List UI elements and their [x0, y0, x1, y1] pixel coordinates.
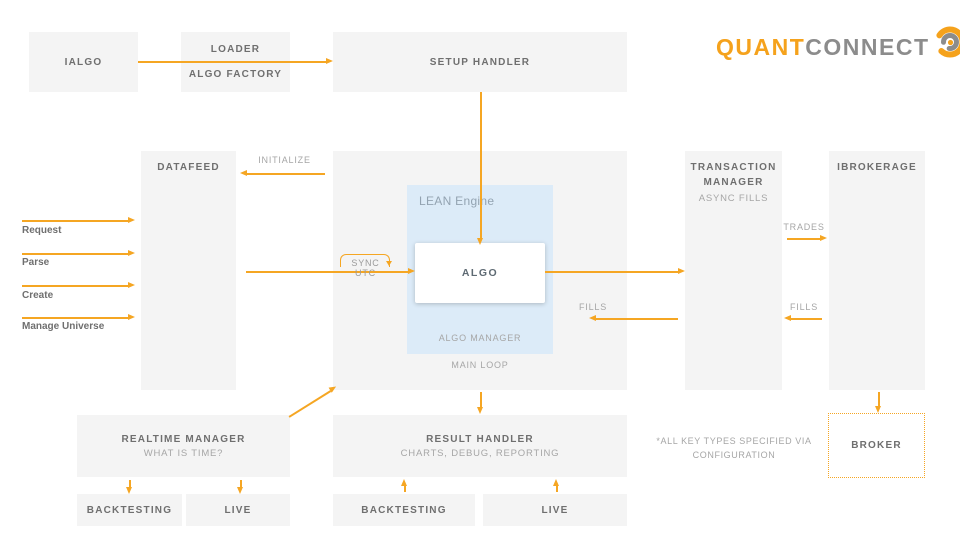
- ialgo-box: IALGO: [29, 32, 138, 92]
- arrow-fills-right: [784, 315, 822, 322]
- configuration-note-line2: CONFIGURATION: [692, 450, 776, 461]
- async-fills-label: ASYNC FILLS: [698, 193, 769, 204]
- backtesting-left-box: BACKTESTING: [77, 494, 182, 526]
- arrow-trades: [787, 235, 827, 242]
- lean-engine-label: LEAN Engine: [419, 194, 495, 208]
- sync-utc-loop: [340, 254, 390, 267]
- backtesting-center-box: BACKTESTING: [333, 494, 475, 526]
- realtime-manager-box: REALTIME MANAGER WHAT IS TIME?: [77, 415, 290, 477]
- result-handler-box: RESULT HANDLER CHARTS, DEBUG, REPORTING: [333, 415, 627, 477]
- transaction-manager-box: TRANSACTION MANAGER ASYNC FILLS: [685, 151, 782, 390]
- datafeed-label: DATAFEED: [157, 162, 220, 173]
- quantconnect-swirl-icon: [934, 26, 960, 57]
- arrow-setup-to-algo: [477, 92, 484, 245]
- configuration-note-line1: *ALL KEY TYPES SPECIFIED VIA: [656, 436, 812, 446]
- live-center-label: LIVE: [541, 504, 569, 516]
- fills-center-label: FILLS: [578, 302, 607, 312]
- backtesting-center-label: BACKTESTING: [361, 504, 447, 516]
- arrow-request: [22, 217, 135, 224]
- arrow-main-to-result-handler: [477, 392, 484, 414]
- live-center-box: LIVE: [483, 494, 627, 526]
- arrow-create: [22, 282, 135, 289]
- arrow-parse: [22, 250, 135, 257]
- algo-factory-label: ALGO FACTORY: [188, 69, 283, 80]
- loader-label: LOADER: [210, 44, 261, 55]
- backtesting-left-label: BACKTESTING: [86, 504, 173, 516]
- result-handler-label: RESULT HANDLER: [426, 433, 534, 445]
- broker-label: BROKER: [851, 440, 902, 451]
- arrow-initialize: [240, 170, 325, 177]
- parse-label: Parse: [22, 257, 50, 268]
- configuration-note: *ALL KEY TYPES SPECIFIED VIA CONFIGURATI…: [654, 434, 814, 463]
- algo-manager-label: ALGO MANAGER: [438, 333, 522, 344]
- algo-label: ALGO: [461, 267, 499, 279]
- manage-universe-label: Manage Universe: [22, 321, 105, 332]
- arrow-fills-to-center: [589, 315, 678, 322]
- algo-box: ALGO: [415, 243, 545, 303]
- fills-right-label: FILLS: [789, 302, 818, 312]
- broker-box: BROKER: [828, 413, 925, 478]
- ibrokerage-label: IBROKERAGE: [837, 162, 917, 173]
- initialize-label: INITIALIZE: [258, 155, 311, 165]
- realtime-manager-label: REALTIME MANAGER: [121, 433, 246, 445]
- ialgo-label: IALGO: [64, 56, 103, 68]
- sync-utc-loop-arrowhead: [386, 261, 392, 266]
- charts-debug-reporting-label: CHARTS, DEBUG, REPORTING: [400, 447, 560, 459]
- live-left-label: LIVE: [224, 504, 252, 516]
- sync-utc-label: SYNC UTC: [351, 258, 380, 278]
- transaction-manager-label: TRANSACTION MANAGER: [690, 162, 777, 188]
- arrow-realtime-to-main: [288, 384, 338, 418]
- ibrokerage-box: IBROKERAGE: [829, 151, 925, 390]
- arrow-live-to-result: [553, 479, 560, 492]
- arrow-manage-universe: [22, 314, 135, 321]
- what-is-time-label: WHAT IS TIME?: [143, 447, 224, 459]
- setup-handler-box: SETUP HANDLER: [333, 32, 627, 92]
- create-label: Create: [22, 290, 54, 301]
- setup-handler-label: SETUP HANDLER: [429, 56, 531, 68]
- main-loop-label: MAIN LOOP: [451, 360, 509, 370]
- request-label: Request: [22, 225, 62, 236]
- datafeed-box: DATAFEED: [141, 151, 236, 390]
- live-left-box: LIVE: [186, 494, 290, 526]
- arrow-backtesting-to-result: [401, 479, 408, 492]
- arrow-realtime-to-backtesting: [126, 480, 133, 494]
- arrow-algo-to-transaction-manager: [545, 268, 685, 275]
- logo-quant-text: QUANT: [716, 34, 806, 60]
- arrow-ibrokerage-to-broker: [875, 392, 882, 413]
- arrow-realtime-to-live: [237, 480, 244, 494]
- arrow-ialgo-to-setup: [138, 58, 333, 65]
- logo-connect-text: CONNECT: [805, 34, 930, 60]
- arrow-datafeed-to-algo: [246, 268, 415, 275]
- trades-label: TRADES: [783, 222, 825, 232]
